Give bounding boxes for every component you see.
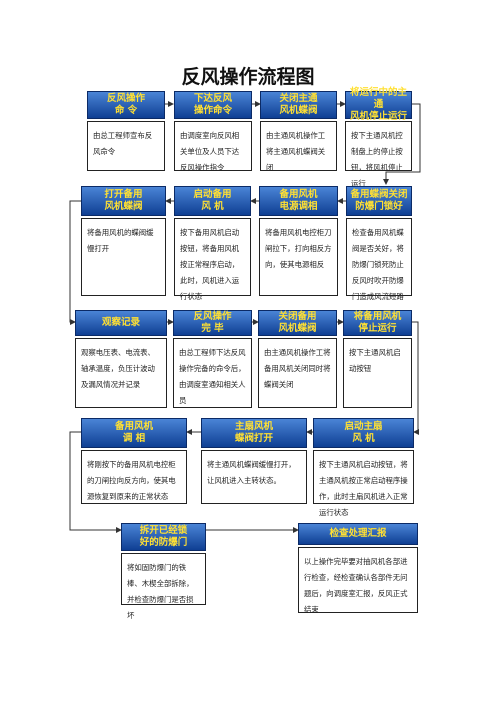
step-13-title: 启动主扇 风 机 — [344, 421, 383, 444]
step-12: 将备用风机 停止运行 按下主通风机启动按钮 — [343, 310, 412, 408]
page-title: 反风操作流程图 — [181, 66, 315, 88]
step-3: 关闭主通 风机蝶阀 由主通风机操作工将主通风机蝶阀关闭 — [260, 91, 337, 172]
step-3-title: 关闭主通 风机蝶阀 — [279, 93, 318, 116]
step-11: 关闭备用 风机蝶阀 由主通风机操作工将备用风机关闭同时将蝶阀关闭 — [258, 310, 337, 408]
step-11-title: 关闭备用 风机蝶阀 — [278, 311, 317, 334]
step-8: 打开备用 风机蝶阀 将备用风机的蝶阀缓慢打开 — [81, 186, 166, 296]
step-4-title: 将运行中的主通 风机停止运行 — [349, 87, 407, 122]
arrow-15-16 — [69, 431, 122, 533]
step-2-text: 由调度室向反风相关单位及人员下达反风操作指令 — [180, 131, 240, 172]
step-13-text: 按下主通风机启动按钮，将主通风机按正常启动程序操作，此时主扇风机进入正常运行状态 — [319, 460, 408, 517]
step-15-text: 将刚按下的备用风机电控柜的刀闸拉向反方向，使其电源恢复到原来的正常状态 — [87, 460, 176, 501]
step-6: 备用风机 电源调相 将备用风机电控柜刀闸拉下，打向相反方向，使其电源相反 — [259, 186, 338, 296]
step-6-title: 备用风机 电源调相 — [279, 189, 318, 212]
arrow-8-9 — [69, 200, 81, 325]
step-10-title: 反风操作 完 毕 — [193, 311, 232, 334]
step-5: 备用蝶阀关闭 防爆门锁好 检查备用风机蝶阀是否关好，将防爆门锁死防止反风时吹开防… — [346, 186, 412, 301]
step-17-title: 检查处理汇报 — [329, 528, 387, 539]
step-2: 下达反风 操作命令 由调度室向反风相关单位及人员下达反风操作指令 — [174, 91, 252, 172]
step-16-title: 拆开已经锁 好的防爆门 — [139, 525, 188, 548]
step-9-title: 观察记录 — [101, 317, 140, 328]
arrow-4-5 — [383, 103, 421, 185]
step-17-text: 以上操作完毕要对抽风机各部进行检查，经检查确认各部件无问题后，向调度室汇报，反风… — [304, 557, 408, 614]
step-7: 启动备用 风 机 按下备用风机启动按钮，将备用风机按正常程序启动，此时，风机进入… — [174, 186, 251, 301]
step-14-text: 将主通风机蝶阀缓慢打开，让风机进入主转状态。 — [207, 460, 296, 485]
step-8-title: 打开备用 风机蝶阀 — [104, 189, 143, 212]
step-1-title: 反风操作 命 令 — [106, 93, 145, 116]
step-16-text: 将如固防爆门的铁棒、木楔全部拆除，并检查防爆门是否损坏 — [127, 563, 194, 620]
step-7-text: 按下备用风机启动按钮，将备用风机按正常程序启动，此时，风机进入运行状态 — [180, 228, 240, 301]
step-14-title: 主扇风机 蝶阀打开 — [234, 421, 273, 444]
step-5-title: 备用蝶阀关闭 防爆门锁好 — [350, 189, 408, 212]
step-15-title: 备用风机 调 相 — [114, 421, 153, 444]
step-6-text: 将备用风机电控柜刀闸拉下，打向相反方向，使其电源相反 — [265, 228, 332, 269]
step-9-text: 观察电压表、电流表、轴承温度，负压计波动及漏风情况并记录 — [81, 348, 155, 389]
step-14: 主扇风机 蝶阀打开 将主通风机蝶阀缓慢打开，让风机进入主转状态。 — [201, 418, 307, 504]
step-12-title: 将备用风机 停止运行 — [353, 311, 402, 334]
step-5-text: 检查备用风机蝶阀是否关好，将防爆门锁死防止反风时吹开防爆门造成风流短路 — [352, 228, 404, 301]
step-13: 启动主扇 风 机 按下主通风机启动按钮，将主通风机按正常启动程序操作，此时主扇风… — [313, 418, 414, 517]
step-10-text: 由总工程师下达反风操作完备的命令后，由调度室通知相关人员 — [179, 348, 246, 405]
step-4: 将运行中的主通 风机停止运行 按下主通风机控制盘上的停止按钮，将风机停止运行 — [345, 87, 412, 188]
step-1-text: 由总工程师宣布反风命令 — [93, 131, 153, 156]
step-8-text: 将备用风机的蝶阀缓慢打开 — [87, 228, 154, 253]
step-15: 备用风机 调 相 将刚按下的备用风机电控柜的刀闸拉向反方向，使其电源恢复到原来的… — [81, 418, 187, 504]
step-1: 反风操作 命 令 由总工程师宣布反风命令 — [87, 91, 165, 171]
step-11-text: 由主通风机操作工将备用风机关闭同时将蝶阀关闭 — [264, 348, 331, 389]
step-9: 观察记录 观察电压表、电流表、轴承温度，负压计波动及漏风情况并记录 — [75, 310, 167, 408]
step-12-text: 按下主通风机启动按钮 — [349, 348, 401, 373]
step-7-title: 启动备用 风 机 — [193, 189, 232, 212]
arrow-12-13 — [412, 321, 419, 435]
step-10: 反风操作 完 毕 由总工程师下达反风操作完备的命令后，由调度室通知相关人员 — [173, 310, 252, 408]
step-4-text: 按下主通风机控制盘上的停止按钮，将风机停止运行 — [351, 131, 403, 188]
step-2-title: 下达反风 操作命令 — [193, 93, 232, 116]
step-3-text: 由主通风机操作工将主通风机蝶阀关闭 — [266, 131, 326, 172]
step-17: 检查处理汇报 以上操作完毕要对抽风机各部进行检查，经检查确认各部件无问题后，向调… — [298, 523, 418, 614]
step-16: 拆开已经锁 好的防爆门 将如固防爆门的铁棒、木楔全部拆除，并检查防爆门是否损坏 — [121, 523, 206, 620]
